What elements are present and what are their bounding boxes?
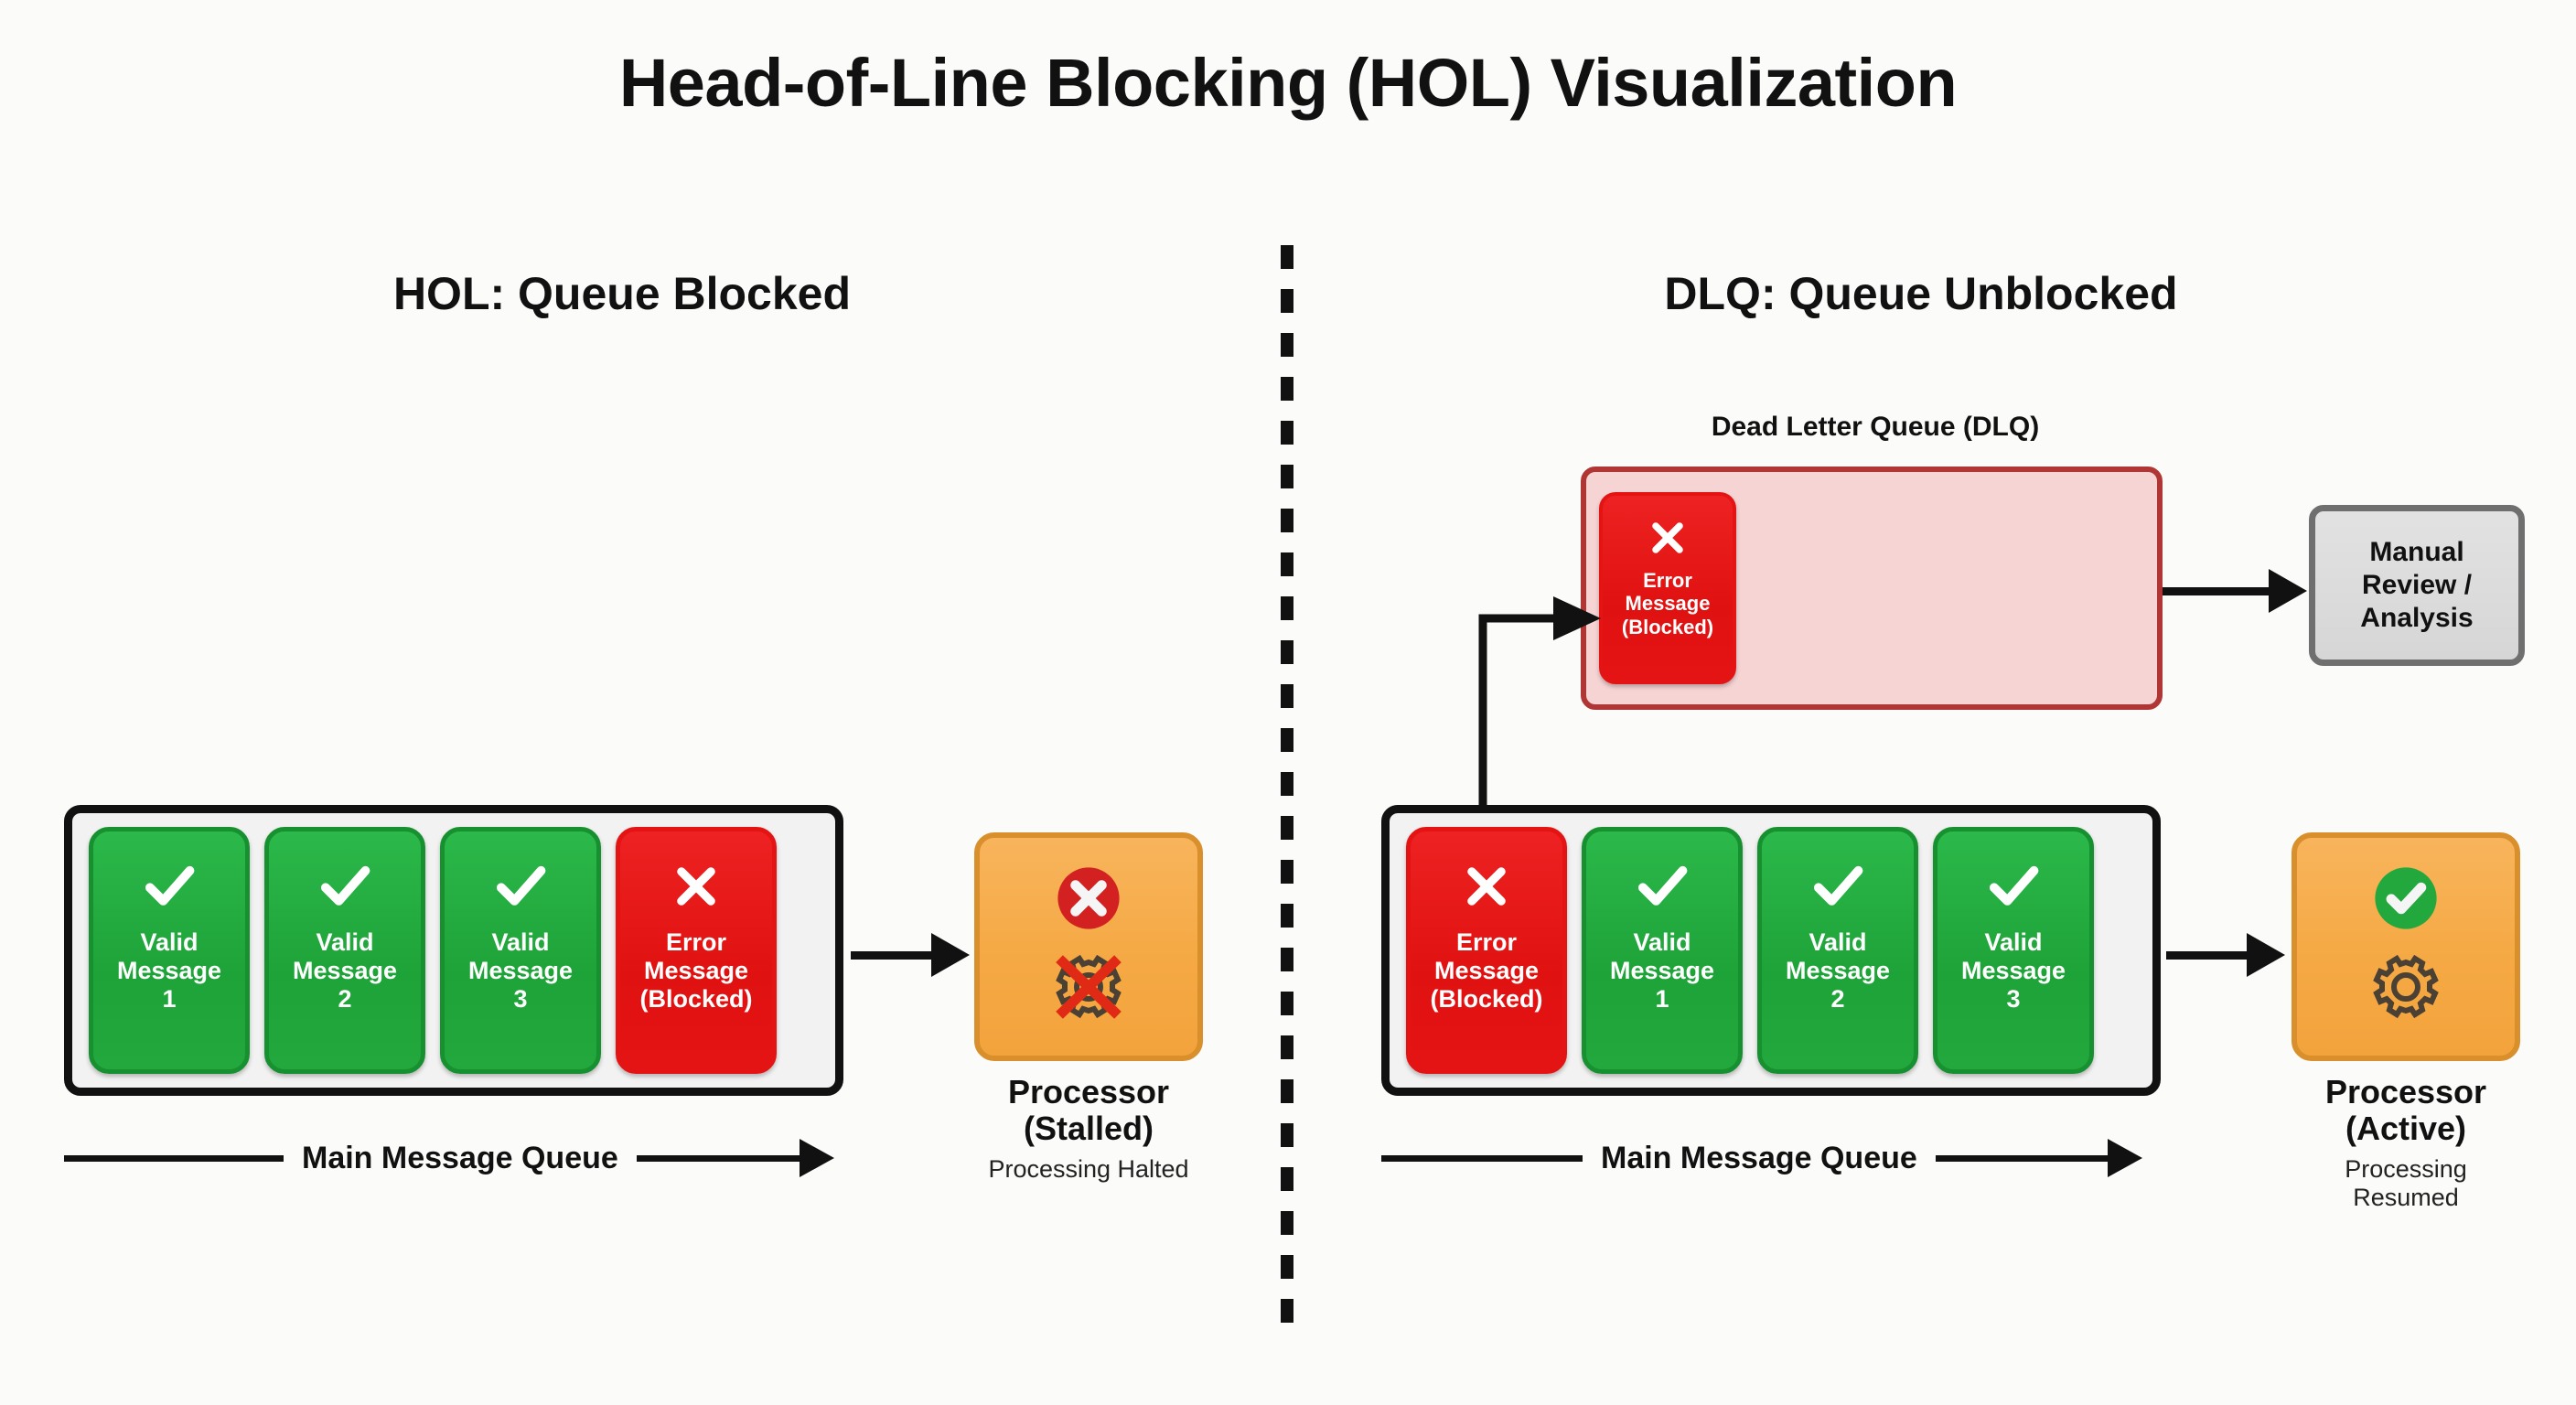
- message-card[interactable]: Error Message (Blocked): [1406, 827, 1567, 1074]
- message-card-label: Valid Message 3: [1960, 928, 2066, 1014]
- message-card[interactable]: Valid Message 1: [89, 827, 250, 1074]
- message-card[interactable]: Valid Message 2: [264, 827, 425, 1074]
- left-panel-heading: HOL: Queue Blocked: [392, 268, 852, 319]
- processor-active-box: [2292, 832, 2520, 1061]
- check-icon: [139, 853, 199, 919]
- check-icon: [315, 853, 375, 919]
- message-card-label: Valid Message 3: [467, 928, 574, 1014]
- panel-divider: [1281, 245, 1293, 1330]
- message-card[interactable]: Valid Message 1: [1582, 827, 1743, 1074]
- message-card-label: Valid Message 1: [116, 928, 222, 1014]
- arrow-dlq-to-manual-review: [2163, 569, 2309, 613]
- message-card[interactable]: Valid Message 2: [1757, 827, 1918, 1074]
- message-card-label: Error Message (Blocked): [639, 928, 753, 1014]
- cross-icon: [1645, 512, 1690, 563]
- right-panel-heading: DLQ: Queue Unblocked: [1664, 268, 2178, 319]
- message-card[interactable]: Valid Message 3: [440, 827, 601, 1074]
- check-icon: [1983, 853, 2044, 919]
- processor-active-subtitle: Processing Resumed: [2345, 1155, 2467, 1212]
- arrow-redirect-to-dlq: [1454, 567, 1619, 832]
- arrow-queue-to-processor-right: [2166, 933, 2285, 977]
- queue-direction-arrow-right: Main Message Queue: [1381, 1139, 2159, 1177]
- dlq-message-card[interactable]: Error Message (Blocked): [1599, 492, 1736, 684]
- processor-stalled-box: [974, 832, 1203, 1061]
- processor-active-title: Processor (Active): [2324, 1073, 2487, 1147]
- green-check-circle-icon: [2367, 860, 2444, 937]
- processor-active: Processor (Active) Processing Resumed: [2287, 832, 2525, 1212]
- check-icon: [490, 853, 551, 919]
- dead-letter-queue-box: Error Message (Blocked): [1581, 467, 2163, 710]
- queue-direction-arrow-left: Main Message Queue: [64, 1139, 842, 1177]
- queue-caption-label-left: Main Message Queue: [302, 1140, 618, 1175]
- processor-stalled-title: Processor (Stalled): [1007, 1073, 1170, 1147]
- check-icon: [1632, 853, 1692, 919]
- message-card-label: Valid Message 1: [1609, 928, 1715, 1014]
- page-title: Head-of-Line Blocking (HOL) Visualizatio…: [618, 45, 1958, 121]
- message-card[interactable]: Error Message (Blocked): [616, 827, 777, 1074]
- gear-icon: [2360, 942, 2452, 1034]
- processor-stalled: Processor (Stalled) Processing Halted: [970, 832, 1208, 1184]
- processor-stalled-subtitle: Processing Halted: [988, 1155, 1189, 1184]
- cross-icon: [1458, 853, 1515, 919]
- arrow-queue-to-processor-left: [851, 933, 970, 977]
- dlq-message-card-label: Error Message (Blocked): [1621, 569, 1714, 638]
- crossed-out-gear-icon: [1043, 942, 1134, 1034]
- main-message-queue-left: Valid Message 1 Valid Message 2 Valid Mess…: [64, 805, 843, 1096]
- message-card-label: Valid Message 2: [292, 928, 398, 1014]
- cross-icon: [668, 853, 724, 919]
- message-card-label: Error Message (Blocked): [1430, 928, 1543, 1014]
- dlq-label: Dead Letter Queue (DLQ): [1711, 412, 2040, 442]
- check-icon: [1808, 853, 1868, 919]
- message-card-label: Valid Message 2: [1785, 928, 1891, 1014]
- message-card[interactable]: Valid Message 3: [1933, 827, 2094, 1074]
- main-message-queue-right: Error Message (Blocked) Valid Message 1 Va…: [1381, 805, 2161, 1096]
- manual-review-box: Manual Review / Analysis: [2309, 505, 2525, 666]
- queue-caption-label-right: Main Message Queue: [1601, 1140, 1917, 1175]
- red-x-circle-icon: [1050, 860, 1127, 937]
